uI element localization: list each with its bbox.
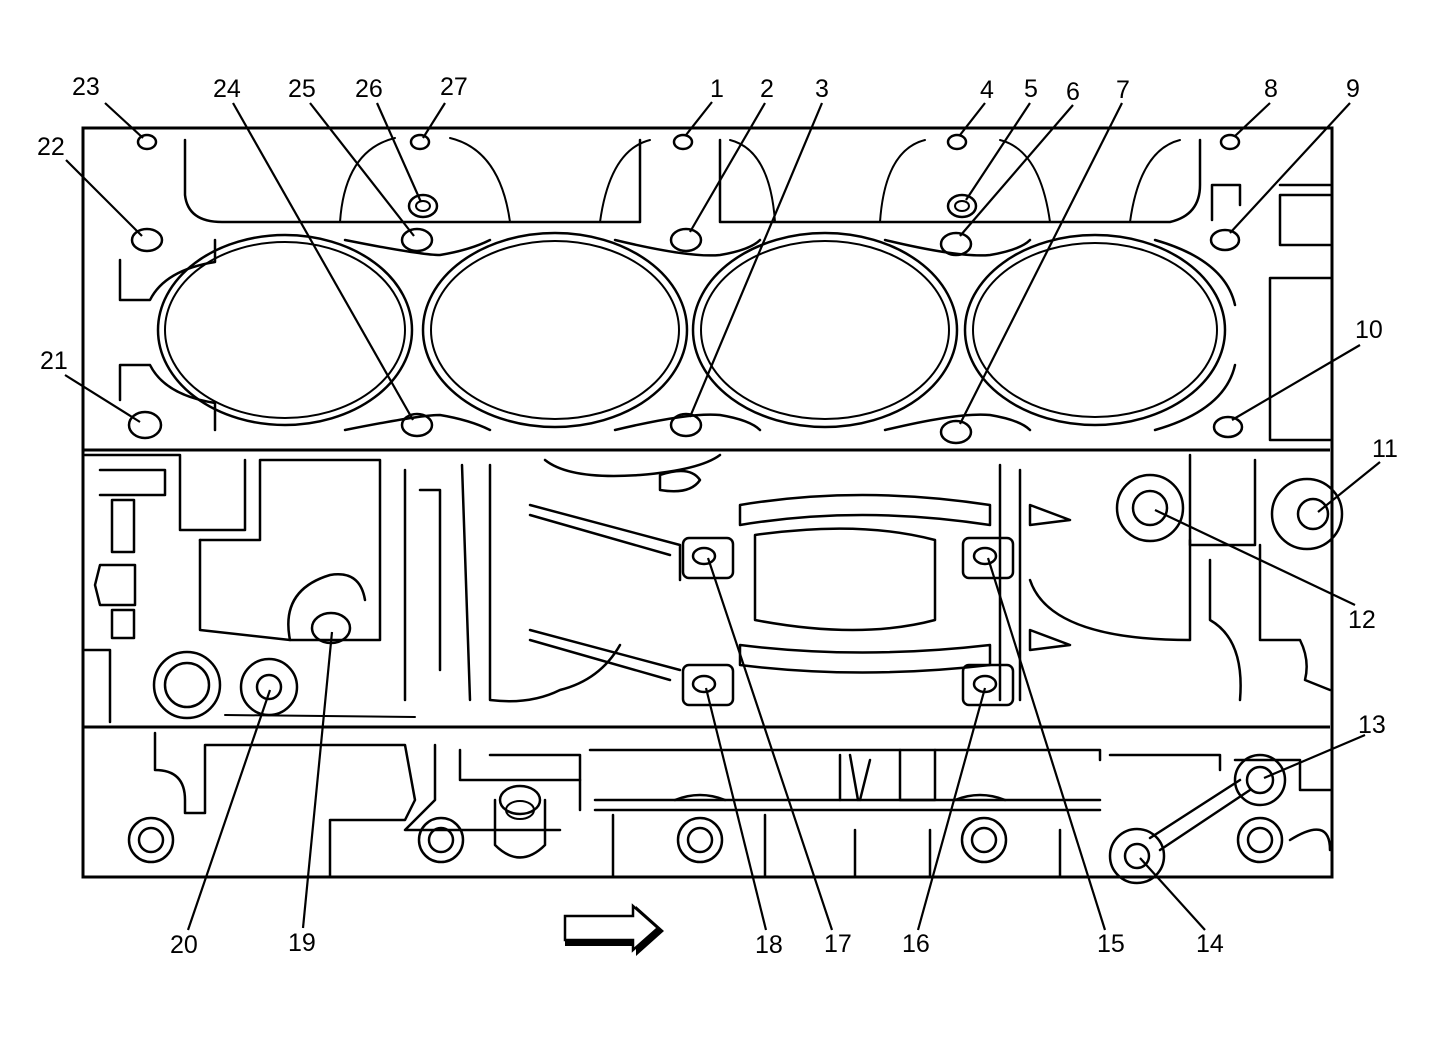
callout-2: 2 xyxy=(760,75,774,103)
callout-27: 27 xyxy=(440,73,468,101)
callout-8: 8 xyxy=(1264,75,1278,103)
pan-rail xyxy=(127,731,1332,885)
callout-25: 25 xyxy=(288,75,316,103)
callout-4: 4 xyxy=(980,76,994,104)
callout-16: 16 xyxy=(902,930,930,958)
right-arrow-icon xyxy=(563,903,664,956)
callout-13: 13 xyxy=(1358,711,1386,739)
callout-26: 26 xyxy=(355,75,383,103)
head-bolt-holes xyxy=(127,133,1244,445)
callout-labels: 1 2 3 4 5 6 7 8 9 10 11 12 13 14 15 16 1… xyxy=(37,73,1398,959)
callout-24: 24 xyxy=(213,75,241,103)
leader-lines xyxy=(64,101,1381,931)
callout-22: 22 xyxy=(37,133,65,161)
callout-18: 18 xyxy=(755,931,783,959)
deck-surface xyxy=(118,137,1332,442)
callout-10: 10 xyxy=(1355,316,1383,344)
callout-17: 17 xyxy=(824,930,852,958)
callout-11: 11 xyxy=(1372,435,1398,463)
callout-9: 9 xyxy=(1346,75,1360,103)
callout-6: 6 xyxy=(1066,78,1080,106)
callout-14: 14 xyxy=(1196,930,1224,958)
callout-7: 7 xyxy=(1116,76,1130,104)
callout-23: 23 xyxy=(72,73,100,101)
callout-1: 1 xyxy=(710,75,724,103)
callout-12: 12 xyxy=(1348,606,1376,634)
callout-3: 3 xyxy=(815,75,829,103)
callout-21: 21 xyxy=(40,347,68,375)
callout-20: 20 xyxy=(170,931,198,959)
callout-19: 19 xyxy=(288,929,316,957)
callout-5: 5 xyxy=(1024,75,1038,103)
mid-casting xyxy=(83,453,1344,724)
block-outline xyxy=(81,126,1334,879)
callout-15: 15 xyxy=(1097,930,1125,958)
